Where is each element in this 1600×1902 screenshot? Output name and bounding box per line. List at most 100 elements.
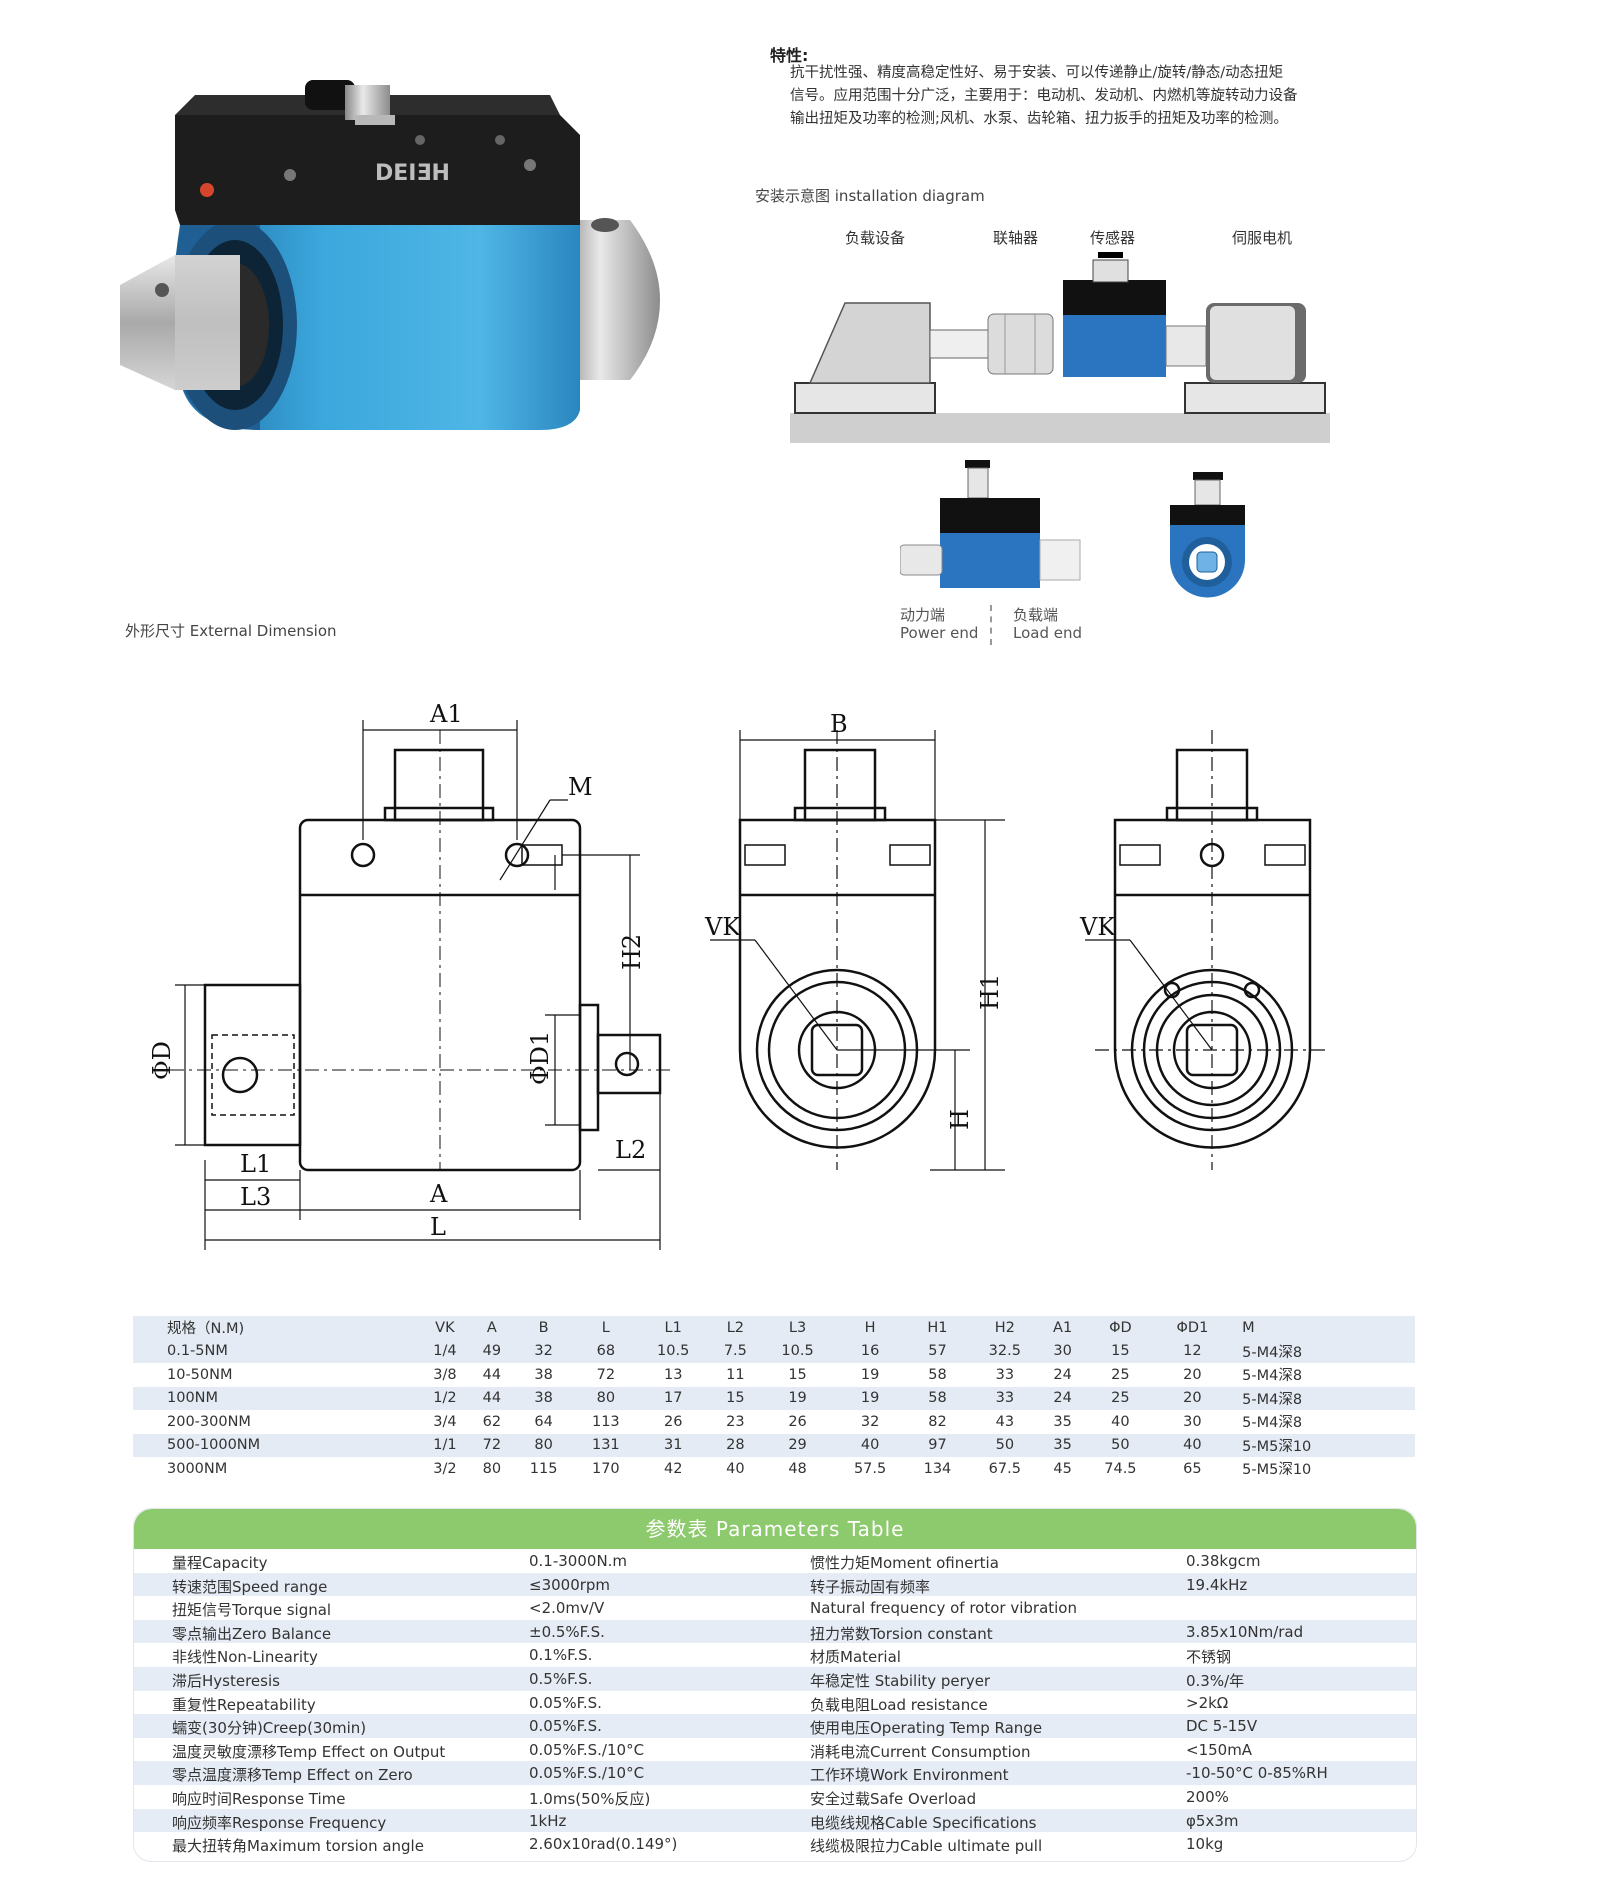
dim-label-h1: H1 xyxy=(976,974,1004,1010)
table-cell: 1.0ms(50%反应) xyxy=(529,1790,651,1808)
table-cell: 5-M5深10 xyxy=(1228,1457,1415,1481)
table-cell: 25 xyxy=(1084,1363,1157,1387)
table-cell: 48 xyxy=(761,1457,834,1481)
dim-label-l2: L2 xyxy=(615,1136,646,1164)
table-cell: 40 xyxy=(1084,1410,1157,1434)
table-cell: 500-1000NM xyxy=(133,1433,419,1457)
table-cell: 工作环境Work Environment xyxy=(810,1766,1009,1785)
installation-end-views xyxy=(900,460,1245,598)
table-cell: 5-M4深8 xyxy=(1228,1410,1415,1434)
table-row: 最大扭转角Maximum torsion angle 2.60x10rad(0.1… xyxy=(134,1832,1416,1856)
dim-label-m: M xyxy=(568,773,593,801)
table-cell: 13 xyxy=(636,1363,710,1387)
table-cell: 0.1-3000N.m xyxy=(529,1552,628,1570)
table-cell: 15 xyxy=(1084,1339,1157,1363)
table-cell: 49 xyxy=(471,1339,513,1363)
table-cell: 0.1-5NM xyxy=(133,1339,419,1363)
table-cell: 65 xyxy=(1156,1457,1229,1481)
table-cell: 10kg xyxy=(1186,1835,1224,1854)
table-cell: 滞后Hysteresis xyxy=(172,1672,280,1690)
table-cell: 170 xyxy=(574,1457,637,1481)
table-cell: 11 xyxy=(709,1363,762,1387)
table-cell: -10-50°C 0-85%RH xyxy=(1186,1764,1328,1783)
table-cell: 2.60x10rad(0.149°) xyxy=(529,1835,678,1854)
table-cell: 消耗电流Current Consumption xyxy=(810,1742,1031,1761)
table-cell: 68 xyxy=(574,1339,637,1363)
table-cell: 最大扭转角Maximum torsion angle xyxy=(172,1837,424,1856)
table-cell: 44 xyxy=(471,1363,513,1387)
table-cell: 57 xyxy=(906,1339,969,1363)
table-cell: 3000NM xyxy=(133,1457,419,1481)
table-cell: 134 xyxy=(906,1457,969,1481)
table-cell: 0.38kgcm xyxy=(1186,1552,1261,1570)
table-cell: 温度灵敏度漂移Temp Effect on Output xyxy=(172,1742,446,1761)
table-cell: 16 xyxy=(833,1339,907,1363)
table-cell: 使用电压Operating Temp Range xyxy=(810,1719,1043,1738)
table-cell: 扭力常数Torsion constant xyxy=(810,1624,993,1643)
table-cell: 1/4 xyxy=(418,1339,472,1363)
power-end-cn: 动力端 xyxy=(900,606,946,624)
table-cell: 12 xyxy=(1156,1339,1229,1363)
dim-label-l1: L1 xyxy=(240,1150,271,1178)
table-cell: 线缆极限拉力Cable ultimate pull xyxy=(810,1837,1043,1856)
features-title: 特性: xyxy=(770,46,809,65)
dim-label-b: B xyxy=(830,710,848,738)
table-cell: 50 xyxy=(968,1433,1042,1457)
table-cell: 3/8 xyxy=(418,1363,472,1387)
power-end-en: Power end xyxy=(900,624,979,642)
table-cell: 24 xyxy=(1041,1386,1085,1410)
table-cell: 1kHz xyxy=(529,1811,567,1830)
table-cell: 1/2 xyxy=(418,1386,472,1410)
table-cell: 0.05%F.S./10°C xyxy=(529,1764,645,1783)
table-cell: 30 xyxy=(1041,1339,1085,1363)
features-line: 信号。应用范围十分广泛，主要用于：电动机、发动机、内燃机等旋转动力设备 xyxy=(790,88,1298,104)
table-cell: 不锈钢 xyxy=(1186,1648,1232,1667)
label-load-device: 负载设备 xyxy=(845,229,906,247)
table-cell: 10.5 xyxy=(761,1339,834,1363)
table-cell: 40 xyxy=(709,1457,762,1481)
header-cell: A1 xyxy=(1041,1316,1085,1340)
table-cell: 25 xyxy=(1084,1386,1157,1410)
table-cell: 30 xyxy=(1156,1410,1229,1434)
table-cell: 5-M5深10 xyxy=(1228,1433,1415,1457)
table-cell: 零点温度漂移Temp Effect on Zero xyxy=(172,1766,413,1785)
table-cell: 32.5 xyxy=(968,1339,1042,1363)
table-cell: 43 xyxy=(968,1410,1042,1434)
brand-logo: DEIƎH xyxy=(375,161,450,186)
table-cell: 42 xyxy=(636,1457,710,1481)
table-cell: 扭矩信号Torque signal xyxy=(172,1601,332,1620)
table-cell: 1/1 xyxy=(418,1433,472,1457)
parameters-table-title: 参数表 Parameters Table xyxy=(134,1509,1416,1549)
table-cell: 惯性力矩Moment ofinertia xyxy=(810,1554,999,1572)
dim-label-h: H xyxy=(946,1109,974,1130)
header-cell: L3 xyxy=(761,1316,834,1340)
table-cell: 0.5%F.S. xyxy=(529,1670,593,1688)
table-cell: 44 xyxy=(471,1386,513,1410)
header-cell: VK xyxy=(418,1316,472,1340)
table-row: 零点输出Zero Balance±0.5%F.S.扭力常数Torsion con… xyxy=(134,1619,1416,1644)
table-cell: 115 xyxy=(512,1457,575,1481)
label-servo-motor: 伺服电机 xyxy=(1232,229,1293,247)
table-cell: 0.1%F.S. xyxy=(529,1646,593,1665)
table-cell: 28 xyxy=(709,1433,762,1457)
table-cell: 131 xyxy=(574,1433,637,1457)
table-cell: 67.5 xyxy=(968,1457,1042,1481)
table-cell: 5-M4深8 xyxy=(1228,1339,1415,1363)
dim-label-a: A xyxy=(429,1180,448,1208)
table-cell: 80 xyxy=(512,1433,575,1457)
table-cell: 64 xyxy=(512,1410,575,1434)
table-cell: 20 xyxy=(1156,1386,1229,1410)
table-cell: ±0.5%F.S. xyxy=(529,1622,605,1641)
table-cell: 转速范围Speed range xyxy=(172,1577,328,1596)
table-cell: 5-M4深8 xyxy=(1228,1386,1415,1410)
table-cell: 113 xyxy=(574,1410,637,1434)
table-cell: 15 xyxy=(761,1363,834,1387)
